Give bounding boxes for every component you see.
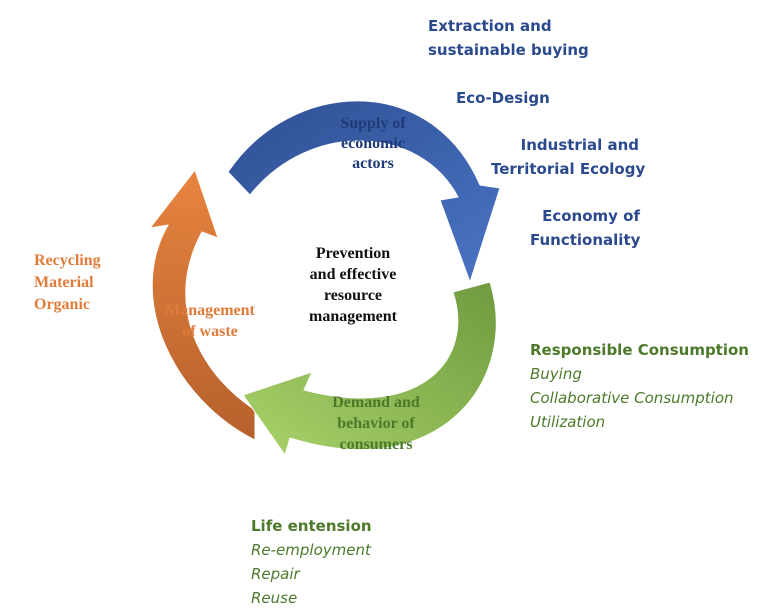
center-label: Prevention and effective resource manage… (288, 243, 418, 327)
life-item-reemployment: Re-employment (251, 541, 371, 559)
center-line-4: management (309, 308, 397, 325)
supply-item-extraction-line-1: Extraction and (428, 17, 552, 35)
consumption-heading: Responsible Consumption (530, 341, 749, 359)
life-item-reuse: Reuse (251, 589, 298, 607)
waste-line-1: Management (165, 302, 255, 319)
consumption-group: Responsible Consumption Buying Collabora… (530, 338, 749, 434)
demand-line-2: behavior of (337, 415, 415, 432)
waste-arrow (148, 168, 256, 441)
center-line-1: Prevention (315, 245, 391, 262)
demand-label: Demand and behavior of consumers (316, 392, 436, 455)
supply-arrow (227, 100, 501, 284)
supply-item-functionality-line-1: Economy of (542, 207, 640, 225)
demand-line-3: consumers (339, 436, 413, 453)
consumption-item-collaborative: Collaborative Consumption (530, 389, 734, 407)
supply-item-extraction: Extraction and sustainable buying (428, 14, 589, 62)
supply-item-eco-design: Eco-Design (456, 86, 550, 110)
demand-arrow (242, 281, 497, 457)
recycling-item-material: Material (34, 274, 94, 291)
supply-item-functionality-line-2: Functionality (530, 231, 641, 249)
consumption-item-buying: Buying (530, 365, 582, 383)
supply-line-1: Supply of (340, 115, 406, 132)
supply-item-industrial: Industrial and Territorial Ecology (491, 133, 646, 181)
supply-item-industrial-line-1: Industrial and (520, 136, 639, 154)
supply-item-eco-design-line-1: Eco-Design (456, 89, 550, 107)
recycling-item-recycling: Recycling (34, 252, 101, 269)
life-heading: Life entension (251, 517, 372, 535)
life-group: Life entension Re-employment Repair Reus… (251, 514, 372, 610)
life-item-repair: Repair (251, 565, 300, 583)
supply-line-2: economic (341, 135, 405, 152)
supply-item-extraction-line-2: sustainable buying (428, 41, 589, 59)
waste-label: Management of waste (150, 300, 270, 342)
supply-item-functionality: Economy of Functionality (530, 204, 640, 252)
supply-item-industrial-line-2: Territorial Ecology (491, 160, 646, 178)
recycling-group: Recycling Material Organic (34, 250, 101, 316)
center-line-2: and effective (309, 266, 397, 283)
demand-line-1: Demand and (332, 394, 420, 411)
consumption-item-utilization: Utilization (530, 413, 606, 431)
supply-label: Supply of economic actors (318, 114, 428, 174)
recycling-item-organic: Organic (34, 296, 90, 313)
supply-line-3: actors (352, 155, 394, 172)
waste-line-2: of waste (182, 323, 238, 340)
center-line-3: resource (323, 287, 383, 304)
